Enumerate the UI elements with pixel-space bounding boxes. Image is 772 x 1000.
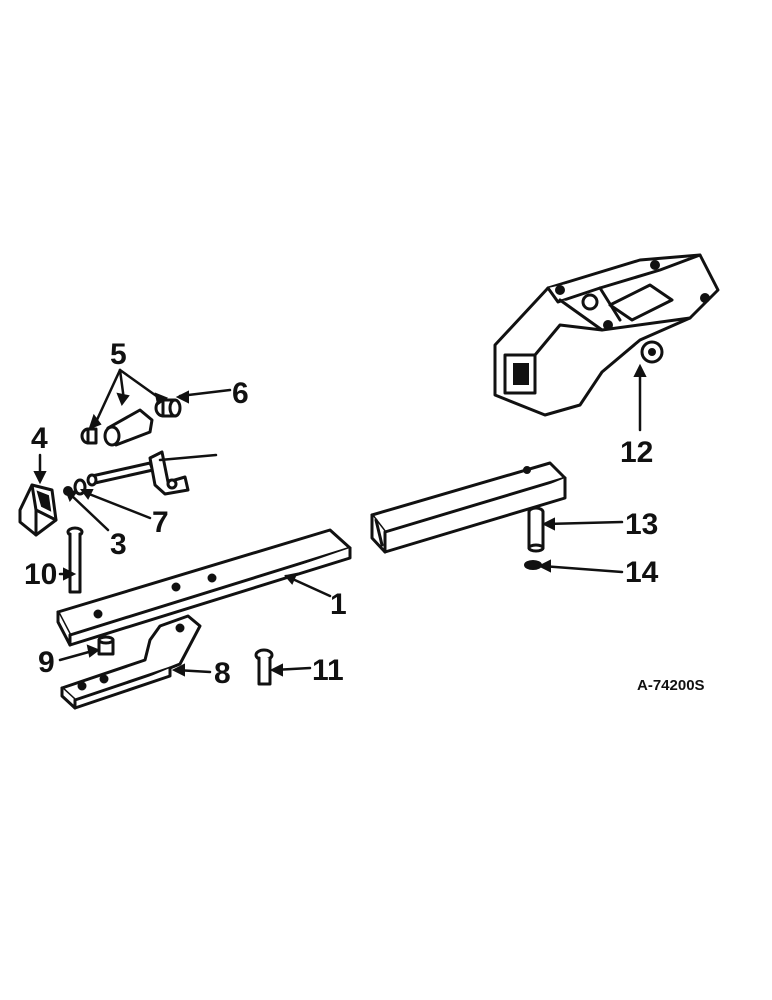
label-5: 5 <box>110 338 127 371</box>
drawbar-extension-part <box>370 461 567 554</box>
label-10: 10 <box>24 558 57 591</box>
flat-washer-part <box>524 560 542 570</box>
label-8: 8 <box>214 657 231 690</box>
clevis-block-part <box>18 483 58 537</box>
label-13: 13 <box>625 508 658 541</box>
bolt-part <box>254 648 274 686</box>
long-pin-part <box>66 526 84 594</box>
drawbar-part <box>56 528 352 647</box>
offset-drawbar-part <box>60 614 202 710</box>
support-bracket-part <box>493 253 720 417</box>
reference-code: A-74200S <box>637 677 705 694</box>
label-4: 4 <box>31 422 48 455</box>
pin-part <box>527 506 545 553</box>
label-1: 1 <box>330 588 347 621</box>
label-11: 11 <box>312 654 344 687</box>
sleeve-part <box>97 635 115 656</box>
arrowheads <box>33 363 647 677</box>
shaft-bracket-part <box>86 450 190 496</box>
label-7: 7 <box>152 506 169 539</box>
label-9: 9 <box>38 646 55 679</box>
label-14: 14 <box>625 556 659 589</box>
bushing-part <box>80 398 182 447</box>
label-3: 3 <box>110 528 127 561</box>
label-12: 12 <box>620 436 653 469</box>
label-6: 6 <box>232 377 249 410</box>
